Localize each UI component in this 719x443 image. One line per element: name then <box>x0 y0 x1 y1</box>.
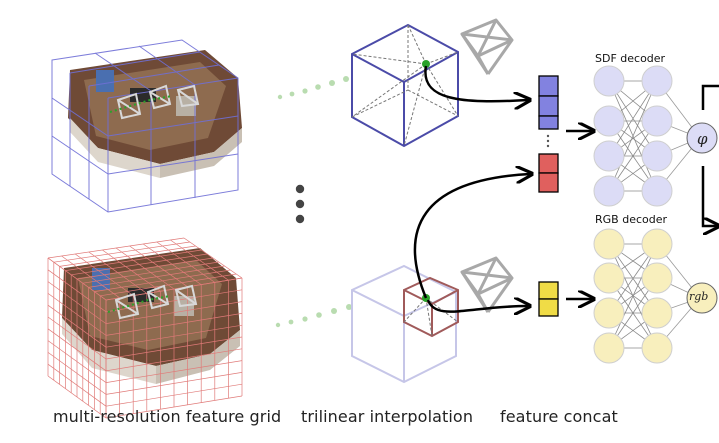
neuron-node <box>593 105 625 137</box>
rgb-output-symbol: rgb <box>689 290 709 303</box>
ellipsis-dot <box>295 184 305 194</box>
feature-cell-blue <box>538 75 559 97</box>
neuron-node <box>593 297 625 329</box>
neuron-node <box>593 332 625 364</box>
feature-cell-red <box>538 153 559 174</box>
neuron-node <box>641 332 673 364</box>
neuron-node <box>641 140 673 172</box>
rgb-decoder-network <box>593 228 718 364</box>
neuron-node <box>593 140 625 172</box>
coarse-grid-scene <box>51 39 242 213</box>
feature-dots <box>546 134 550 148</box>
feature-cell-blue <box>538 115 559 130</box>
camera-icon-bottom <box>460 256 514 313</box>
ray-dots-top <box>277 76 349 100</box>
ellipsis-dot <box>295 214 305 224</box>
neuron-node <box>593 65 625 97</box>
fine-cameras <box>114 284 198 320</box>
coarse-interp-cube <box>351 23 459 148</box>
feature-cell-blue <box>538 95 559 117</box>
phi-output-arrows <box>701 84 719 226</box>
neuron-node <box>641 262 673 294</box>
feature-vector-sdf <box>538 75 559 193</box>
fine-grid-scene <box>47 237 243 419</box>
feature-cell-yellow <box>538 281 559 300</box>
sdf-decoder-network <box>593 65 718 207</box>
coarse-cameras <box>116 84 200 120</box>
fine-grid-lines <box>47 237 243 419</box>
level-ellipsis <box>295 184 305 224</box>
coarse-grid-lines <box>51 39 239 213</box>
feature-cell-yellow <box>538 298 559 317</box>
ellipsis-dot <box>295 199 305 209</box>
feature-cell-red <box>538 172 559 193</box>
rgb-decoder-label: RGB decoder <box>595 213 668 226</box>
interp-arrows <box>413 65 592 312</box>
neuron-node <box>593 175 625 207</box>
neuron-node <box>641 65 673 97</box>
ray-dots-bottom <box>275 304 352 328</box>
caption-interp: trilinear interpolation <box>301 407 474 426</box>
neuron-node <box>641 175 673 207</box>
output-node <box>686 282 718 314</box>
neuron-node <box>641 228 673 260</box>
caption-concat: feature concat <box>500 407 618 426</box>
neuron-node <box>593 262 625 294</box>
sdf-output-symbol: φ <box>697 130 708 148</box>
fine-interp-cube <box>351 264 459 384</box>
neuron-node <box>641 105 673 137</box>
output-node <box>686 122 718 154</box>
neuron-node <box>593 228 625 260</box>
sdf-decoder-label: SDF decoder <box>595 52 666 65</box>
neuron-node <box>641 297 673 329</box>
feature-vector-rgb <box>538 281 559 317</box>
camera-icon-top <box>460 18 514 75</box>
sample-point-top <box>422 60 430 68</box>
caption-grid: multi-resolution feature grid <box>53 407 282 426</box>
